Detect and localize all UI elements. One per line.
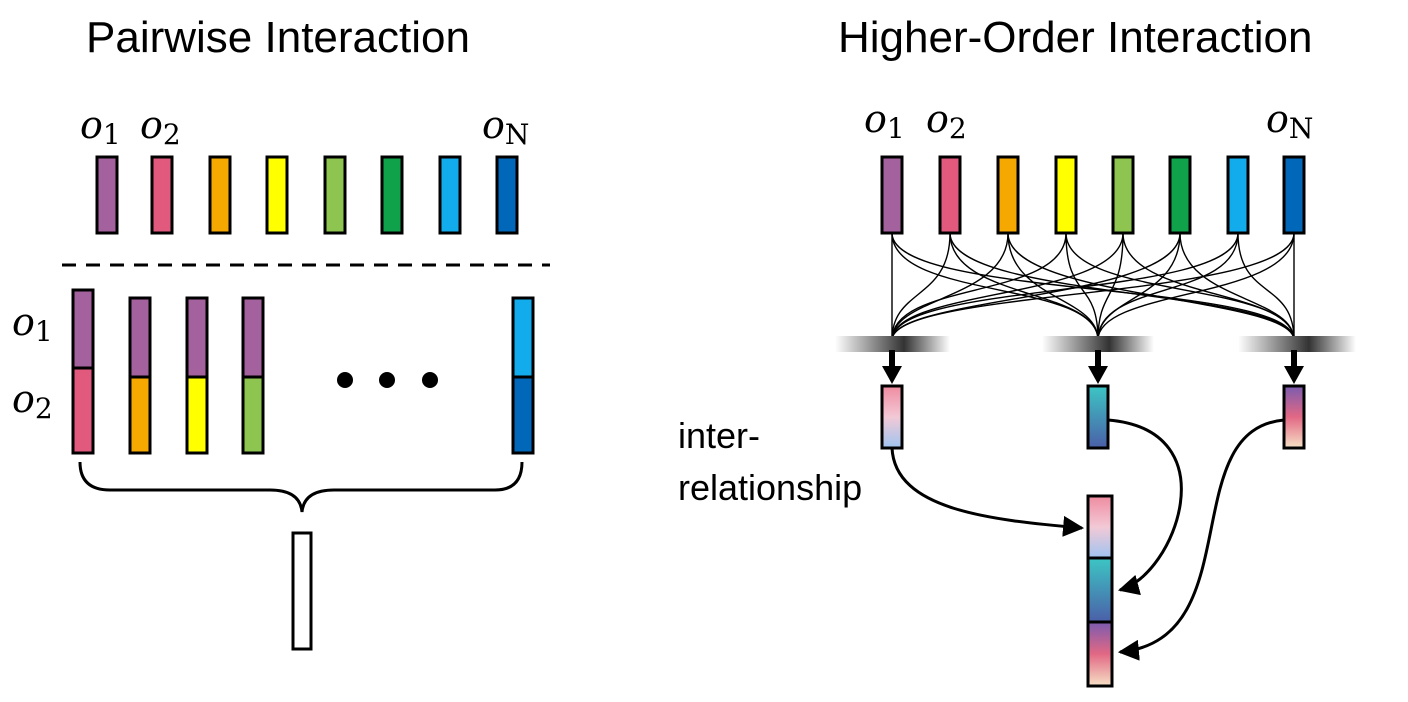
right-label-o1: o1 <box>864 97 905 145</box>
aggregation-bars <box>835 336 1356 352</box>
relation-vector-3 <box>1282 384 1306 450</box>
object-vector-4 <box>1054 155 1078 235</box>
left-label-o2: o2 <box>140 103 181 151</box>
object-vector-2 <box>938 155 962 235</box>
left-side-label-o1: o1 <box>12 300 53 348</box>
interaction-curve <box>891 232 1295 341</box>
aggregated-vector <box>291 531 313 651</box>
right-title: Higher-Order Interaction <box>838 13 1312 62</box>
pair-vector-4-bottom <box>241 375 265 455</box>
pair-vector-5-bottom <box>511 375 535 455</box>
object-vector-1 <box>880 155 904 235</box>
interaction-curve <box>891 232 1009 341</box>
interaction-curve <box>949 232 1295 341</box>
interaction-curve <box>891 232 1295 341</box>
aggregation-arrows <box>882 350 1304 384</box>
object-vector-8 <box>495 155 519 235</box>
object-vector-1 <box>95 155 119 235</box>
pair-vector-2-top <box>128 296 152 379</box>
object-vector-7 <box>438 155 462 235</box>
interaction-curve <box>1179 232 1295 341</box>
object-vector-7 <box>1226 155 1250 235</box>
object-vector-2 <box>150 155 174 235</box>
pair-vector-3-bottom <box>185 375 209 455</box>
pair-vector-2-bottom <box>128 375 152 455</box>
ellipsis-dots <box>337 372 438 388</box>
interaction-curve <box>1097 232 1124 341</box>
object-vector-5 <box>1111 155 1135 235</box>
annotation-relationship: relationship <box>678 467 862 508</box>
object-vector-3 <box>208 155 232 235</box>
interaction-curve <box>891 232 1239 341</box>
interaction-curve <box>891 232 1067 341</box>
interaction-curve <box>1097 232 1295 341</box>
object-vector-6 <box>380 155 404 235</box>
object-vector-6 <box>1168 155 1192 235</box>
interaction-curves <box>891 232 1295 341</box>
interaction-curve <box>1007 232 1099 341</box>
interaction-curve <box>949 232 1099 341</box>
object-vector-4 <box>265 155 289 235</box>
right-object-vectors <box>880 155 1306 235</box>
object-vector-3 <box>996 155 1020 235</box>
object-vector-5 <box>323 155 347 235</box>
left-object-vectors <box>95 155 519 235</box>
left-label-oN: oN <box>482 103 529 151</box>
pair-vector-1-bottom <box>71 366 95 455</box>
right-label-oN: oN <box>1266 97 1313 145</box>
pair-vector-1-top <box>71 288 95 370</box>
left-label-o1: o1 <box>80 103 121 151</box>
interaction-curve <box>1065 232 1099 341</box>
interaction-curve <box>891 232 951 341</box>
left-side-label-o2: o2 <box>12 377 53 425</box>
object-vector-8 <box>1282 155 1306 235</box>
relation-vector-2 <box>1086 384 1110 450</box>
interaction-curve <box>1122 232 1295 341</box>
curly-brace <box>78 461 524 513</box>
pair-vector-3-top <box>185 296 209 379</box>
relation-vector-1 <box>880 384 904 450</box>
concatenated-vector <box>1086 494 1114 688</box>
concat-arrows <box>890 418 1285 661</box>
interaction-curve <box>1097 232 1239 341</box>
pair-vectors <box>71 288 535 455</box>
interaction-curve <box>1237 232 1295 341</box>
right-label-o2: o2 <box>926 97 967 145</box>
left-title: Pairwise Interaction <box>86 13 470 62</box>
annotation-inter: inter- <box>678 415 760 456</box>
pair-vector-5-top <box>511 296 535 379</box>
pair-vector-4-top <box>241 296 265 379</box>
interaction-curve <box>1065 232 1295 341</box>
